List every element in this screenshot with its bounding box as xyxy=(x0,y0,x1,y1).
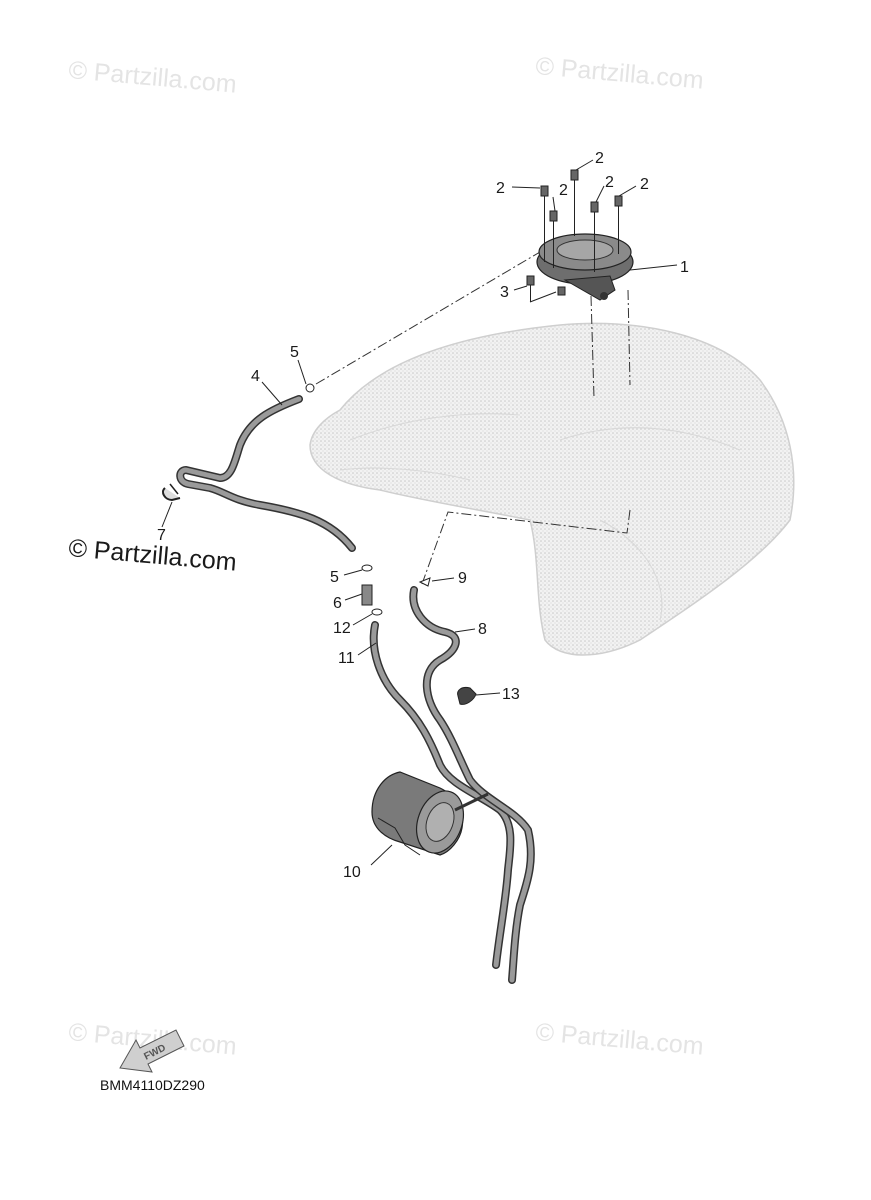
watermark-bottom-right: © Partzilla.com xyxy=(534,1018,704,1061)
bolt-2d xyxy=(590,201,599,272)
callout-8: 8 xyxy=(478,621,487,638)
callout-5-upper: 5 xyxy=(290,344,299,361)
reference-lines xyxy=(315,251,631,585)
callout-2a: 2 xyxy=(496,180,505,197)
joint-6 xyxy=(361,584,373,606)
watermark-top-left: © Partzilla.com xyxy=(67,56,237,99)
hose-8 xyxy=(409,586,535,984)
diagram-code: BMM4110DZ290 xyxy=(100,1077,205,1093)
callout-9: 9 xyxy=(458,570,467,587)
watermark-main: © Partzilla.com xyxy=(67,534,237,577)
clip-5-lower xyxy=(361,564,373,572)
callout-3: 3 xyxy=(500,284,509,301)
clip-5-upper xyxy=(305,383,315,393)
callout-10: 10 xyxy=(343,864,361,881)
callout-2c: 2 xyxy=(595,150,604,167)
fuel-pump-flange xyxy=(536,233,634,301)
callout-5-lower: 5 xyxy=(330,569,339,586)
bolt-2b xyxy=(549,210,558,268)
callout-2b: 2 xyxy=(559,182,568,199)
callout-6: 6 xyxy=(333,595,342,612)
callouts: 1 2 2 2 2 2 3 4 5 7 5 6 12 11 9 8 13 10 xyxy=(157,150,689,881)
callout-1: 1 xyxy=(680,259,689,276)
watermark-top-right: © Partzilla.com xyxy=(534,52,704,95)
clip-12 xyxy=(371,608,383,616)
bolt-3 xyxy=(526,275,566,302)
bolts xyxy=(526,169,623,302)
clamp-7 xyxy=(162,483,181,502)
fwd-arrow: FWD xyxy=(119,1029,185,1073)
callout-2d: 2 xyxy=(605,174,614,191)
fuel-tank xyxy=(309,322,795,656)
callout-2e: 2 xyxy=(640,176,649,193)
canister-10 xyxy=(371,771,489,856)
leader-lines xyxy=(161,159,678,866)
clamp-13 xyxy=(457,687,477,705)
bolt-2e xyxy=(614,195,623,254)
callout-13: 13 xyxy=(502,686,520,703)
hose-11 xyxy=(369,621,515,969)
callout-4: 4 xyxy=(251,368,260,385)
small-joint-stack xyxy=(361,564,383,616)
bolt-2a xyxy=(540,185,549,262)
callout-7: 7 xyxy=(157,527,166,544)
callout-12: 12 xyxy=(333,620,351,637)
bolt-2c xyxy=(570,169,579,236)
callout-11: 11 xyxy=(338,650,355,667)
hose-4 xyxy=(176,395,356,552)
clip-9 xyxy=(418,577,431,587)
